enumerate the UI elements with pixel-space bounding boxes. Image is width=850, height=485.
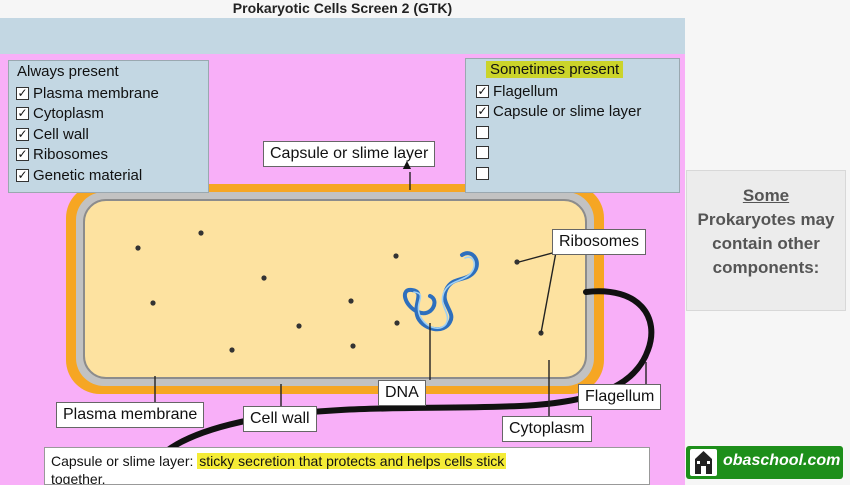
ribosome-dot [135, 245, 141, 251]
always-item-cell-wall[interactable]: ✓ Cell wall [9, 124, 208, 145]
ribosome-dot [150, 300, 156, 306]
school-logo-icon [690, 449, 717, 476]
label-plasma-membrane[interactable]: Plasma membrane [56, 402, 205, 428]
label-flagellum[interactable]: Flagellum [578, 384, 662, 410]
checkbox-icon[interactable]: ✓ [16, 126, 29, 141]
ribosome-dot [514, 259, 520, 265]
ribosome-dot [348, 298, 354, 304]
sometimes-present-panel: Sometimes present ✓ Flagellum ✓ Capsule or… [465, 58, 680, 193]
checkbox-label: Capsule or slime layer [493, 103, 642, 121]
checkbox-icon[interactable]: ✓ [16, 106, 29, 121]
checkbox-icon[interactable] [476, 125, 489, 139]
ribosome-dot [261, 275, 267, 281]
always-item-plasma-membrane[interactable]: ✓ Plasma membrane [9, 83, 208, 104]
side-note: Some Prokaryotes may contain other compo… [686, 170, 846, 311]
checkbox-icon[interactable]: ✓ [16, 147, 29, 162]
side-note-text: Prokaryotes may contain other components… [697, 210, 835, 277]
leader-lines [154, 172, 647, 416]
checkbox-label: Cytoplasm [33, 105, 104, 123]
label-cell-wall[interactable]: Cell wall [243, 406, 317, 432]
sometimes-item-flagellum[interactable]: ✓ Flagellum [466, 81, 679, 102]
checkbox-icon[interactable] [476, 166, 489, 180]
checkbox-icon[interactable] [476, 146, 489, 160]
caption-continuation: together. [51, 471, 106, 485]
checkbox-label: Plasma membrane [33, 84, 159, 102]
caption-term: Capsule or slime layer: [51, 453, 194, 469]
always-item-ribosomes[interactable]: ✓ Ribosomes [9, 145, 208, 166]
always-present-heading: Always present [17, 63, 119, 80]
ribosome-dot [394, 320, 400, 326]
label-capsule[interactable]: Capsule or slime layer [263, 141, 436, 167]
sometimes-item-empty[interactable] [466, 163, 679, 184]
always-item-genetic-material[interactable]: ✓ Genetic material [9, 165, 208, 186]
ribosome-dot [350, 343, 356, 349]
checkbox-label: Cell wall [33, 125, 89, 143]
ribosome-dot [393, 253, 399, 259]
flagellum [147, 288, 655, 473]
label-ribosomes[interactable]: Ribosomes [552, 229, 647, 255]
cytoplasm [83, 199, 587, 379]
side-note-emphasis: Some [742, 186, 790, 205]
always-item-cytoplasm[interactable]: ✓ Cytoplasm [9, 104, 208, 125]
checkbox-label: Genetic material [33, 166, 143, 184]
checkbox-icon[interactable]: ✓ [16, 167, 29, 182]
page-title: Prokaryotic Cells Screen 2 (GTK) [0, 0, 685, 18]
checkbox-label: Flagellum [493, 82, 559, 100]
sometimes-item-empty[interactable] [466, 143, 679, 164]
mouse-pointer-icon: ▲ [400, 156, 414, 172]
site-name: obaschool.com [723, 452, 841, 469]
ribosomes [135, 230, 544, 353]
prokaryotic-cell-diagram [66, 172, 655, 473]
caption-definition: sticky secretion that protects and helps… [197, 453, 507, 469]
brand-badge[interactable]: obaschool.com [686, 446, 843, 479]
checkbox-label: Ribosomes [33, 146, 109, 164]
definition-caption: Capsule or slime layer: sticky secretion… [44, 447, 650, 485]
always-present-panel: Always present ✓ Plasma membrane ✓ Cytopla… [8, 60, 209, 193]
dna-coil [402, 251, 479, 332]
ribosome-dot [229, 347, 235, 353]
checkbox-icon[interactable]: ✓ [476, 83, 489, 98]
top-bar [0, 18, 685, 54]
sometimes-present-heading-wrap: Sometimes present [466, 59, 679, 81]
ribosome-dot [296, 323, 302, 329]
sometimes-item-empty[interactable] [466, 122, 679, 143]
ribosome-dot [198, 230, 204, 236]
checkbox-icon[interactable]: ✓ [476, 104, 489, 119]
label-dna[interactable]: DNA [378, 380, 426, 406]
sometimes-item-capsule[interactable]: ✓ Capsule or slime layer [466, 102, 679, 123]
label-cytoplasm[interactable]: Cytoplasm [502, 416, 592, 442]
sometimes-present-heading: Sometimes present [486, 61, 624, 78]
checkbox-icon[interactable]: ✓ [16, 85, 29, 100]
